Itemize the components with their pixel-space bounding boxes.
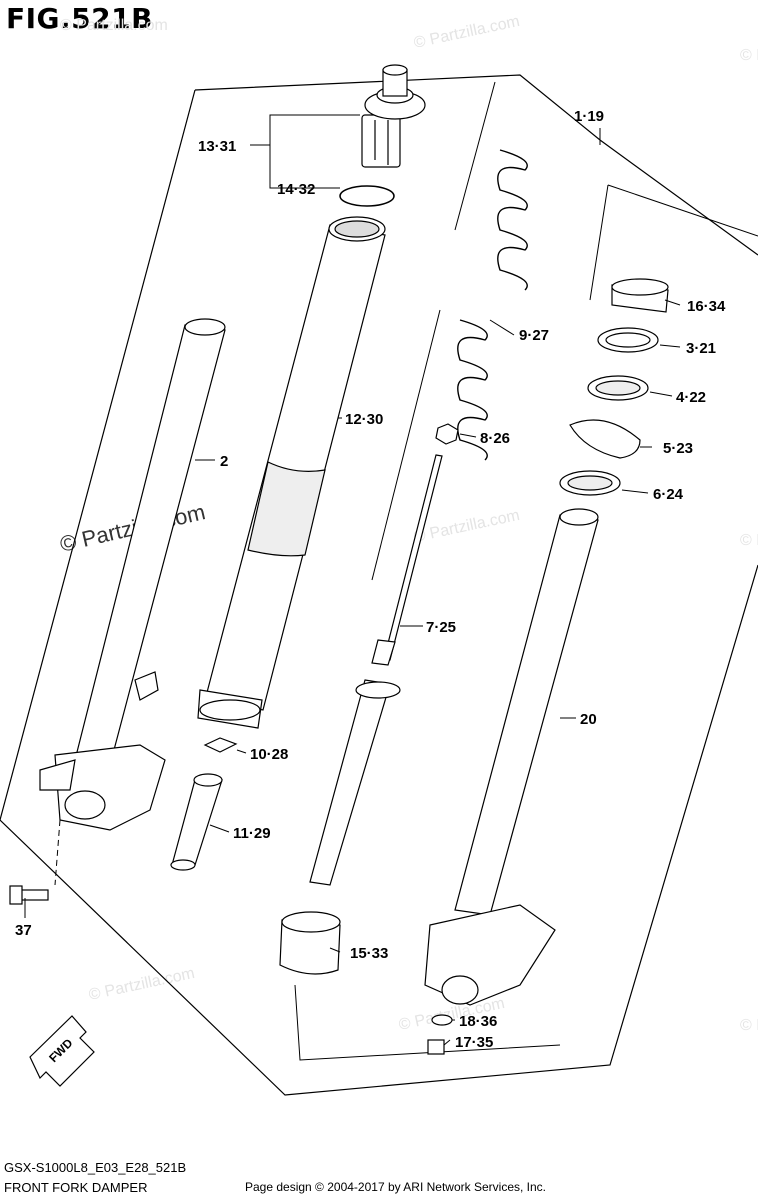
callout-11-29: 11·29 (233, 825, 271, 842)
callout-1-19: 1·19 (574, 108, 604, 125)
watermark-faint: © Partzilla.com (740, 47, 758, 64)
callout-18-36: 18·36 (459, 1013, 497, 1030)
seal-stack-part (559, 278, 669, 496)
watermark-faint: © Partzilla.com (412, 507, 521, 546)
callout-13-31: 13·31 (198, 138, 236, 155)
o-ring-part (339, 185, 395, 207)
damper-rod-part (309, 454, 443, 886)
callout-2: 2 (220, 453, 228, 470)
bolt-37-part (9, 885, 49, 905)
callout-37: 37 (15, 922, 32, 939)
washer-part (203, 737, 238, 753)
callout-20: 20 (580, 711, 597, 728)
callout-14-32: 14·32 (277, 181, 315, 198)
callout-8-26: 8·26 (480, 430, 510, 447)
nut-part (435, 423, 459, 445)
watermark-faint: © Partzilla.com (740, 1017, 758, 1034)
bolt-17-part (427, 1039, 445, 1055)
washer-18-part (431, 1014, 453, 1026)
callout-15-33: 15·33 (350, 945, 388, 962)
diagram-code: GSX-S1000L8_E03_E28_521B (4, 1160, 187, 1175)
inner-boundary (294, 81, 758, 1061)
watermark-faint: © Partzilla.com (87, 965, 196, 1004)
watermark-faint: © Partzilla.com (60, 17, 168, 34)
callout-6-24: 6·24 (653, 486, 684, 503)
callout-5-23: 5·23 (663, 440, 693, 457)
fwd-arrow-icon: FWD (29, 1015, 95, 1087)
diagram-name: FRONT FORK DAMPER (4, 1180, 148, 1195)
outer-tube-right-part (424, 508, 599, 1006)
spring-part (457, 149, 528, 461)
figure-title: FIG.521B (6, 2, 153, 35)
callout-labels: 13·31 14·32 1·19 16·34 9·27 3·21 4·22 12… (15, 108, 726, 1051)
callout-7-25: 7·25 (426, 619, 456, 636)
callout-10-28: 10·28 (250, 746, 288, 763)
outer-tube-left-part (39, 318, 226, 831)
callout-4-22: 4·22 (676, 389, 706, 406)
callout-16-34: 16·34 (687, 298, 726, 315)
leader-lines (24, 114, 681, 1046)
cup-part (279, 911, 341, 975)
assembly-boundary (0, 74, 758, 1096)
callout-17-35: 17·35 (455, 1034, 493, 1051)
inner-tube-part (197, 216, 386, 729)
watermark-faint: © Partzilla.com (740, 532, 758, 549)
callout-12-30: 12·30 (345, 411, 383, 428)
callout-9-27: 9·27 (519, 327, 549, 344)
callout-3-21: 3·21 (686, 340, 716, 357)
copyright-text: Page design © 2004-2017 by ARI Network S… (245, 1180, 547, 1194)
cap-bolt-part (361, 64, 426, 168)
watermark-faint: © Partzilla.com (412, 13, 521, 52)
collar-part (170, 773, 223, 871)
